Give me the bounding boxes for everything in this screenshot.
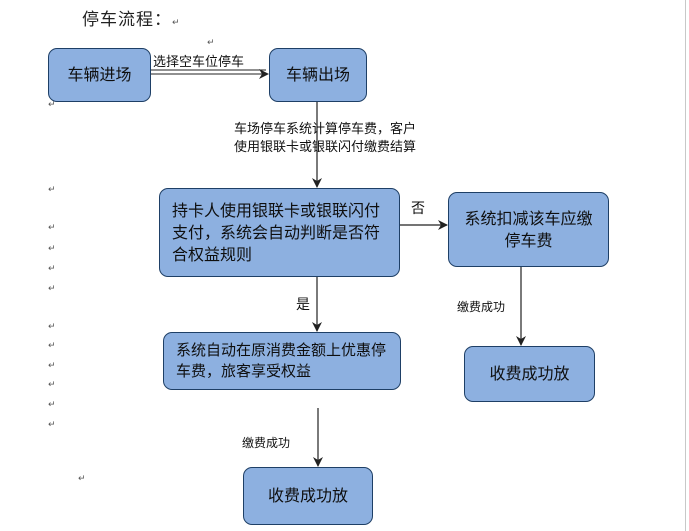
node-success-right: 收费成功放 (464, 346, 595, 402)
edge-label-no: 否 (411, 201, 425, 217)
paragraph-mark: ↵ (48, 341, 56, 351)
edge-label-deduct-to-success: 缴费成功 (457, 300, 506, 314)
edge-label-entry-to-exit: 选择空车位停车 (153, 55, 245, 70)
edge-label-yes: 是 (296, 297, 310, 313)
node-deduct: 系统扣减该车应缴停车费 (448, 192, 609, 267)
node-card-check-label: 持卡人使用银联卡或银联闪付支付，系统会自动判断是否符合权益规则 (172, 200, 381, 264)
paragraph-mark: ↵ (48, 223, 56, 233)
node-entry: 车辆进场 (48, 48, 151, 102)
node-success-right-label: 收费成功放 (489, 364, 570, 383)
paragraph-mark: ↵ (48, 420, 56, 430)
paragraph-mark: ↵ (48, 361, 56, 371)
page-title: 停车流程：↵ (82, 10, 181, 30)
paragraph-mark: ↵ (48, 284, 56, 294)
paragraph-mark: ↵ (48, 244, 56, 254)
node-success-bottom: 收费成功放 (243, 467, 373, 525)
node-auto-discount-label: 系统自动在原消费金额上优惠停车费，旅客享受权益 (176, 341, 387, 380)
node-exit: 车辆出场 (269, 48, 367, 102)
node-exit-label: 车辆出场 (285, 65, 350, 84)
page-right-edge (685, 0, 686, 531)
paragraph-mark: ↵ (48, 264, 56, 274)
node-entry-label: 车辆进场 (67, 65, 132, 84)
paragraph-mark: ↵ (48, 380, 56, 390)
edge-label-exit-to-check: 车场停车系统计算停车费，客户使用银联卡或银联闪付缴费结算 (234, 122, 417, 155)
node-card-check: 持卡人使用银联卡或银联闪付支付，系统会自动判断是否符合权益规则 (159, 188, 400, 277)
paragraph-mark: ↵ (48, 400, 56, 410)
edge-label-discount-to-success: 缴费成功 (242, 436, 291, 450)
paragraph-mark: ↵ (48, 100, 56, 110)
node-auto-discount: 系统自动在原消费金额上优惠停车费，旅客享受权益 (163, 332, 401, 390)
paragraph-mark: ↵ (48, 185, 56, 195)
node-success-bottom-label: 收费成功放 (267, 486, 348, 505)
node-deduct-label: 系统扣减该车应缴停车费 (464, 208, 593, 250)
paragraph-mark: ↵ (207, 38, 215, 48)
paragraph-mark: ↵ (78, 474, 86, 484)
paragraph-mark: ↵ (48, 322, 56, 332)
